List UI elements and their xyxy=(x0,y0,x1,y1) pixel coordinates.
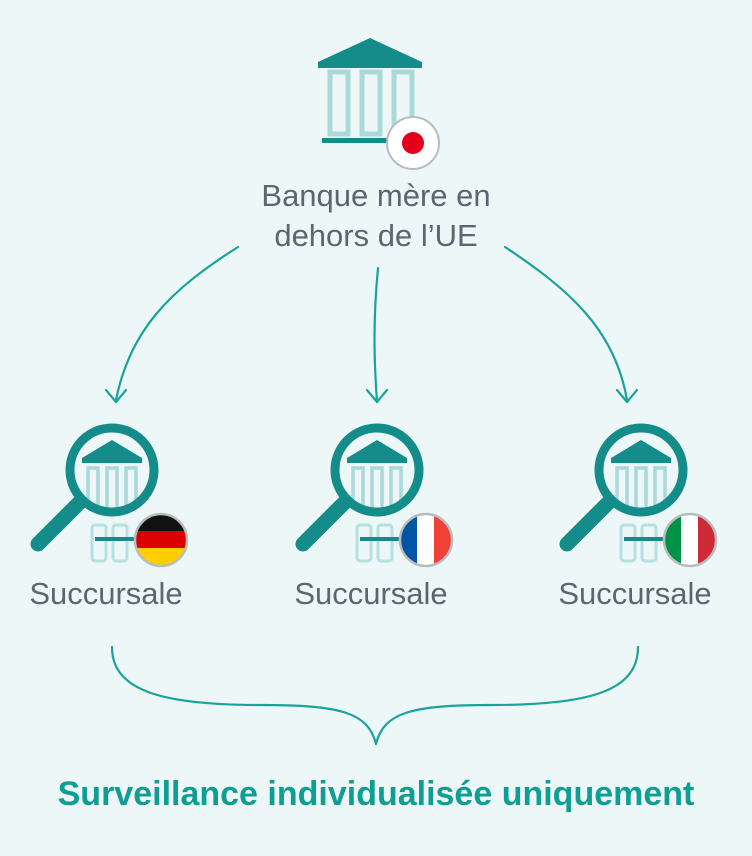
parent-label-line2: dehors de l’UE xyxy=(274,218,478,253)
branch-magnifier-icon-italy xyxy=(559,423,688,563)
branch-label-italy: Succursale xyxy=(558,576,712,611)
japan-flag-icon xyxy=(386,116,440,170)
arrow-right-head xyxy=(615,388,639,404)
branch-magnifier-icon-france xyxy=(295,423,424,563)
parent-label-line1: Banque mère en xyxy=(261,178,491,213)
arrow-center xyxy=(373,266,380,404)
parent-bank-label: Banque mère en dehors de l’UE xyxy=(176,176,576,256)
arrow-left-head xyxy=(104,388,128,404)
arrow-left xyxy=(114,245,240,402)
branch-label-france: Succursale xyxy=(294,576,448,611)
branch-magnifier-icon-germany xyxy=(30,423,159,563)
arrow-center-head xyxy=(365,388,389,404)
italy-flag-icon xyxy=(662,512,718,568)
germany-flag-icon xyxy=(133,512,189,568)
branch-label-germany: Succursale xyxy=(29,576,183,611)
france-flag-icon xyxy=(398,512,454,568)
curly-brace xyxy=(110,645,640,746)
arrow-right xyxy=(503,245,629,402)
arrows xyxy=(104,245,639,404)
caption: Surveillance individualisée uniquement xyxy=(57,775,695,813)
